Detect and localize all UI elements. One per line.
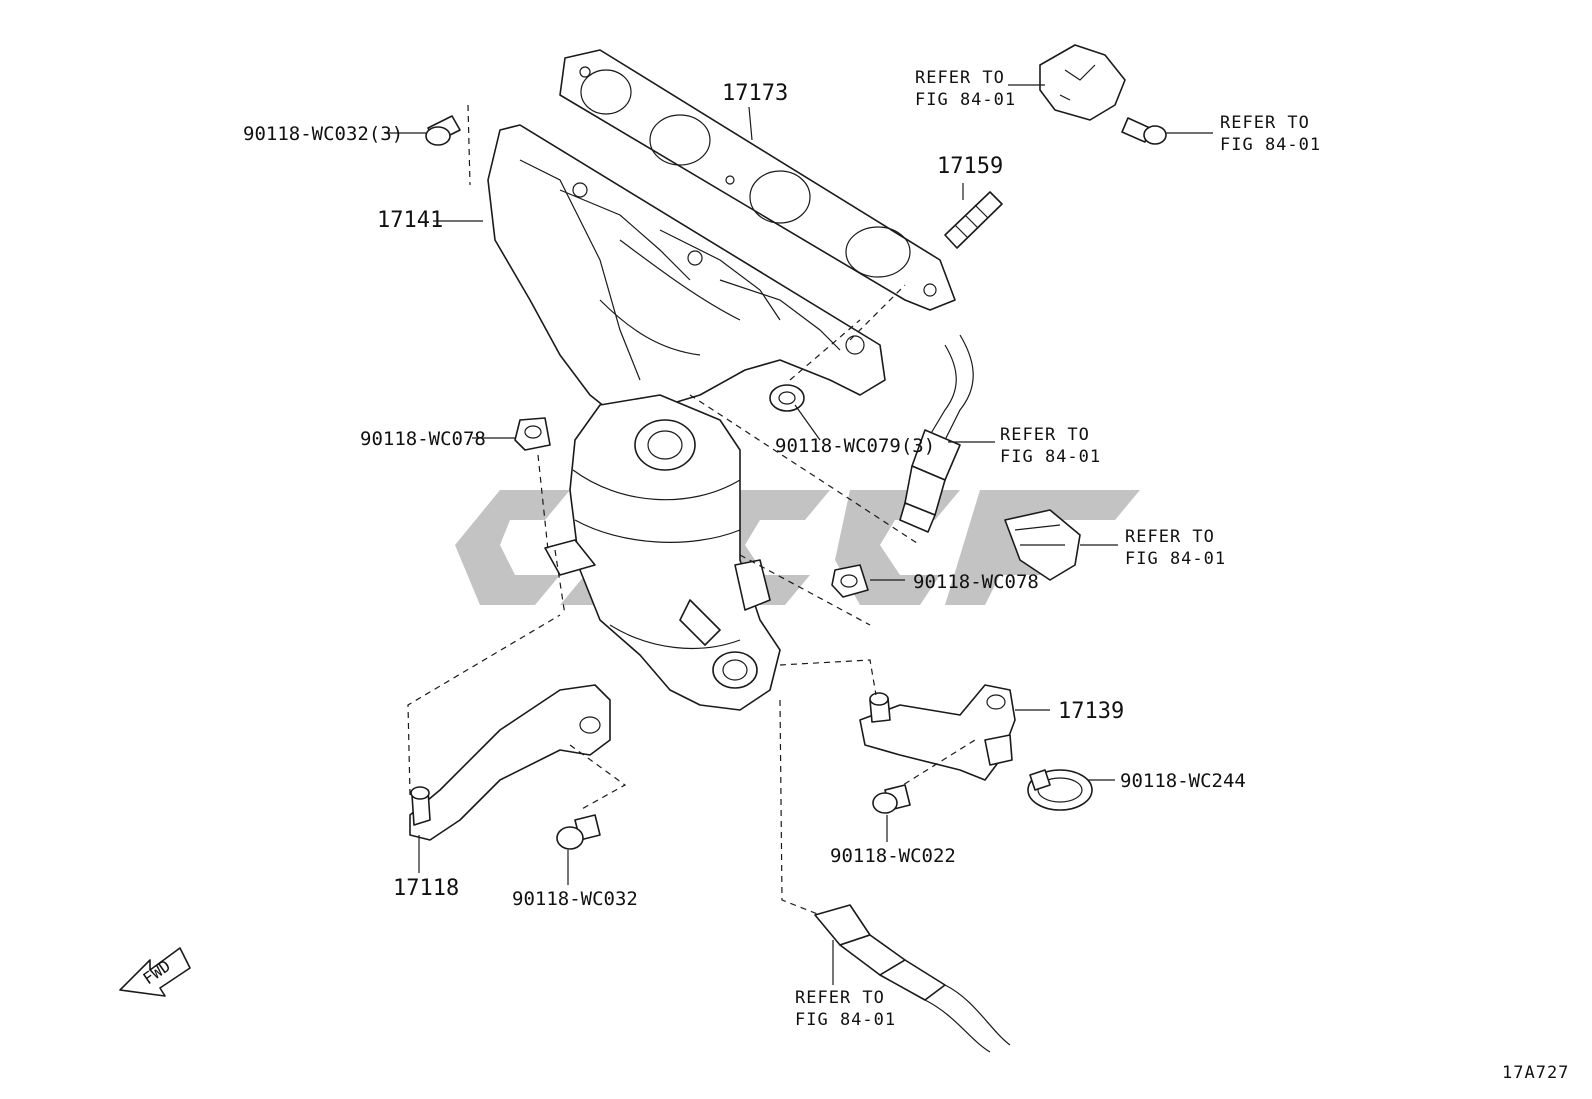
gasket-17173: [559, 49, 956, 311]
clamp-wc244: [1027, 769, 1093, 811]
bracket-17139: [859, 684, 1016, 781]
bracket-17118: [409, 684, 611, 841]
label-clamp: 90118-WC244: [1120, 770, 1246, 792]
label-nut-right: 90118-WC078: [913, 571, 1039, 593]
label-refer-top-2b: FIG 84-01: [1220, 135, 1321, 155]
label-refer-bottom-b: FIG 84-01: [795, 1010, 896, 1030]
label-refer-top-1b: FIG 84-01: [915, 90, 1016, 110]
oxygen-sensor-lower: [814, 904, 1011, 1053]
nut-left-wc078: [514, 417, 551, 451]
label-bolt-right: 90118-WC022: [830, 845, 956, 867]
label-gasket: 17173: [722, 81, 788, 106]
stud-17159: [944, 191, 1003, 249]
label-refer-bottom-a: REFER TO: [795, 988, 885, 1008]
label-stud: 17159: [937, 154, 1003, 179]
label-bolt-top: 90118-WC032(3): [243, 123, 403, 145]
label-refer-clamp-a: REFER TO: [1125, 527, 1215, 547]
label-manifold: 17141: [377, 208, 443, 233]
label-refer-sensor-b: FIG 84-01: [1000, 447, 1101, 467]
label-bolt-bottom: 90118-WC032: [512, 888, 638, 910]
bolt-top-left: [425, 115, 461, 146]
label-bracket-right: 17139: [1058, 699, 1124, 724]
nut-wc079: [769, 384, 805, 412]
oxygen-sensor-upper: [899, 334, 974, 533]
label-refer-sensor-a: REFER TO: [1000, 425, 1090, 445]
label-bracket-left: 17118: [393, 876, 459, 901]
exhaust-manifold-17141: [487, 124, 886, 416]
heat-insulator-part: [1039, 44, 1126, 121]
clamp-refer-part: [1004, 509, 1081, 581]
fwd-arrow-icon: [119, 947, 191, 997]
label-refer-top-1a: REFER TO: [915, 68, 1005, 88]
catalytic-converter: [544, 394, 781, 711]
diagram-id: 17A727: [1502, 1063, 1569, 1083]
bolt-top-right: [1121, 117, 1167, 145]
bolt-wc022: [872, 784, 911, 814]
label-nut-mid: 90118-WC079(3): [775, 435, 935, 457]
label-refer-top-2a: REFER TO: [1220, 113, 1310, 133]
bolt-bottom: [556, 814, 601, 850]
label-nut-left: 90118-WC078: [360, 428, 486, 450]
label-refer-clamp-b: FIG 84-01: [1125, 549, 1226, 569]
nut-right-wc078: [831, 564, 869, 598]
